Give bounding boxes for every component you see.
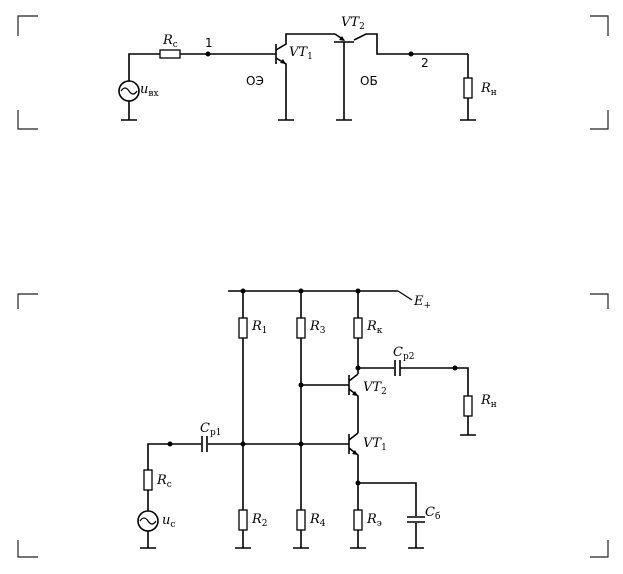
- resistor-rn: [463, 77, 473, 99]
- node-out-dot: [452, 365, 458, 371]
- vt1-collector: [275, 33, 335, 51]
- ground-uc: [140, 531, 156, 549]
- vt2-collector-b: [348, 373, 359, 382]
- label-uc: uс: [162, 513, 175, 530]
- vt2-emitter-arrow: [339, 36, 345, 41]
- vt2-base-ground: [336, 42, 352, 121]
- frame-corner-tl-bottom: [17, 293, 38, 309]
- label-r4: R4: [309, 512, 326, 529]
- node-2-dot: [408, 51, 414, 57]
- label-rc: Rc: [162, 33, 178, 50]
- ground-r4: [293, 530, 309, 549]
- resistor-rk: [353, 317, 363, 339]
- ground-cb: [408, 523, 424, 549]
- label-cb: Cб: [425, 505, 440, 522]
- capacitor-cp1: [201, 436, 208, 452]
- vt1-collector-b: [348, 432, 359, 441]
- label-ob: ОБ: [360, 74, 378, 88]
- label-node1: 1: [205, 36, 213, 50]
- label-vt1-b: VT1: [363, 436, 387, 453]
- node-1-dot: [205, 51, 211, 57]
- schematic-bottom: E+ R1 R2 R3 R4 Rк VT2 Cр2: [137, 288, 497, 549]
- resistor-re: [353, 509, 363, 531]
- label-vt2: VT2: [341, 15, 365, 32]
- ground-rn-b: [460, 416, 476, 436]
- frame-corner-bl-bottom: [17, 540, 38, 558]
- wire-emitter-cb: [358, 482, 417, 516]
- capacitor-cp2: [394, 360, 401, 376]
- label-r2: R2: [251, 512, 268, 529]
- resistor-rn-b: [463, 395, 473, 417]
- label-oe: ОЭ: [246, 74, 264, 88]
- vt1-emitter-b: [348, 447, 359, 510]
- schematic-top: uвх Rc 1 VT1 ОЭ VT2 ОБ 2 Rн: [118, 15, 497, 121]
- resistor-rc: [159, 49, 181, 59]
- label-node2: 2: [421, 56, 429, 70]
- label-rn-b: Rн: [480, 393, 497, 410]
- vt2-collector-to-load: [353, 33, 468, 55]
- label-cp1: Cр1: [200, 421, 221, 438]
- sine-icon: [120, 87, 138, 95]
- label-vt1: VT1: [289, 45, 313, 62]
- label-uin: uвх: [140, 82, 159, 99]
- ground-source: [121, 101, 137, 121]
- resistor-rc-b: [143, 469, 153, 491]
- label-eplus: E+: [413, 294, 431, 311]
- supply-leader: [397, 290, 413, 301]
- resistor-r2: [238, 509, 248, 531]
- frame-corner-br-bottom: [590, 540, 609, 558]
- wire-source-cp1: [147, 443, 201, 470]
- label-rk: Rк: [366, 319, 383, 336]
- label-re: Rэ: [366, 512, 382, 529]
- vt2-arrow-b: [352, 391, 358, 396]
- vt1-arrow-b: [352, 450, 358, 455]
- resistor-r3: [296, 317, 306, 339]
- ground-r2: [235, 530, 251, 549]
- sine-icon-b: [139, 517, 157, 525]
- wire-cp2-rn: [400, 367, 469, 396]
- ground-re: [350, 530, 366, 549]
- label-rc-b: Rс: [156, 473, 172, 490]
- resistor-r4: [296, 509, 306, 531]
- vt1-emitter-arrow: [280, 59, 286, 64]
- frame-corner-tr-bottom: [590, 293, 609, 309]
- frame-corner-tr-top: [590, 15, 609, 36]
- frame-corner-br-top: [590, 110, 609, 130]
- ground-rn: [460, 98, 476, 121]
- label-vt2-b: VT2: [363, 380, 387, 397]
- frame-corner-bl-top: [17, 110, 38, 130]
- node-input-dot: [167, 441, 173, 447]
- label-r3: R3: [309, 319, 326, 336]
- wire-source-to-rc: [128, 53, 160, 81]
- capacitor-cb: [407, 516, 425, 523]
- label-rn-top: Rн: [480, 81, 497, 98]
- label-r1: R1: [251, 319, 268, 336]
- vt1-emitter-ground: [275, 57, 294, 121]
- frame-marks: [17, 15, 609, 558]
- resistor-r1: [238, 317, 248, 339]
- label-cp2: Cр2: [393, 345, 414, 362]
- frame-corner-tl-top: [17, 15, 38, 36]
